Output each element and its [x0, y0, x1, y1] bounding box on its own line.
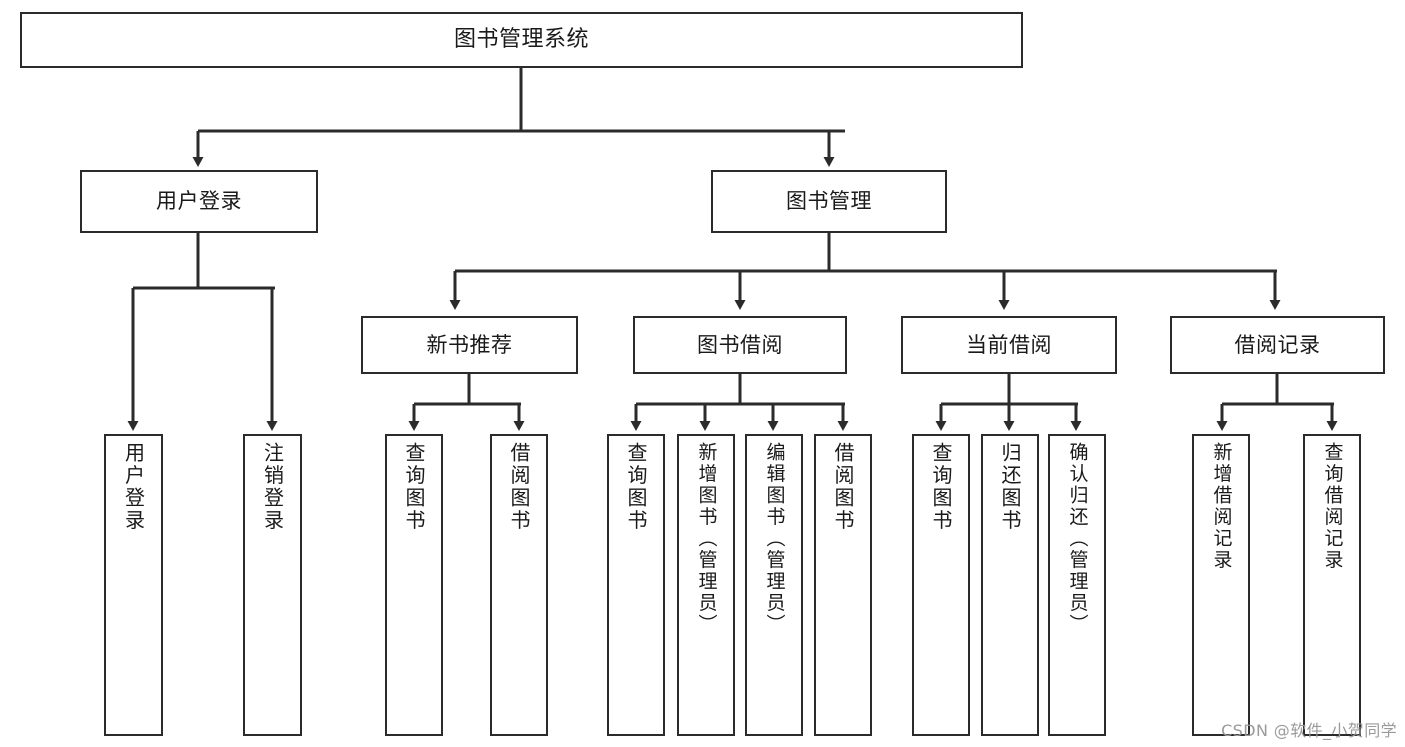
node-label: 借阅图书: [831, 442, 855, 532]
node-label: 用户登录: [156, 189, 242, 214]
node-label: 查询图书: [402, 442, 426, 532]
node-borrowing-records[interactable]: 借阅记录: [1170, 316, 1385, 374]
csdn-watermark: CSDN @软件_小贺同学: [1221, 721, 1397, 740]
leaf-borrow-book-recommendation[interactable]: 借阅图书: [490, 434, 548, 736]
node-label: 新书推荐: [426, 332, 513, 357]
node-label: 新增图书（管理员）: [695, 442, 718, 636]
node-book-borrowing[interactable]: 图书借阅: [633, 316, 847, 374]
leaf-query-book-borrowing[interactable]: 查询图书: [607, 434, 665, 736]
node-label: 归还图书: [998, 442, 1022, 532]
node-label: 查询借阅记录: [1321, 442, 1344, 571]
leaf-query-book-recommendation[interactable]: 查询图书: [385, 434, 443, 736]
node-label: 图书管理: [786, 189, 872, 214]
leaf-query-book-current[interactable]: 查询图书: [912, 434, 970, 736]
node-user-login[interactable]: 用户登录: [80, 170, 318, 233]
node-label: 图书借阅: [697, 332, 783, 357]
node-label: 确认归还（管理员）: [1066, 442, 1089, 636]
node-label: 编辑图书（管理员）: [763, 442, 786, 636]
leaf-add-book-admin[interactable]: 新增图书（管理员）: [677, 434, 735, 736]
leaf-add-borrowing-record[interactable]: 新增借阅记录: [1192, 434, 1250, 736]
node-label: 查询图书: [929, 442, 953, 532]
leaf-edit-book-admin[interactable]: 编辑图书（管理员）: [745, 434, 803, 736]
node-label: 查询图书: [624, 442, 648, 532]
node-label: 当前借阅: [966, 332, 1052, 357]
leaf-confirm-return-admin[interactable]: 确认归还（管理员）: [1048, 434, 1106, 736]
leaf-logout[interactable]: 注销登录: [243, 434, 302, 736]
leaf-user-login[interactable]: 用户登录: [104, 434, 163, 736]
leaf-return-book[interactable]: 归还图书: [981, 434, 1039, 736]
node-label: 借阅图书: [507, 442, 531, 532]
leaf-borrow-book[interactable]: 借阅图书: [814, 434, 872, 736]
node-new-book-recommendation[interactable]: 新书推荐: [361, 316, 578, 374]
leaf-query-borrowing-record[interactable]: 查询借阅记录: [1303, 434, 1361, 736]
node-label: 用户登录: [121, 442, 146, 532]
node-label: 借阅记录: [1234, 332, 1321, 357]
node-root-book-management-system[interactable]: 图书管理系统: [20, 12, 1023, 68]
node-book-management[interactable]: 图书管理: [711, 170, 947, 233]
node-label: 注销登录: [260, 442, 285, 532]
node-label: 图书管理系统: [453, 27, 589, 53]
node-current-borrowing[interactable]: 当前借阅: [901, 316, 1117, 374]
node-label: 新增借阅记录: [1210, 442, 1233, 571]
